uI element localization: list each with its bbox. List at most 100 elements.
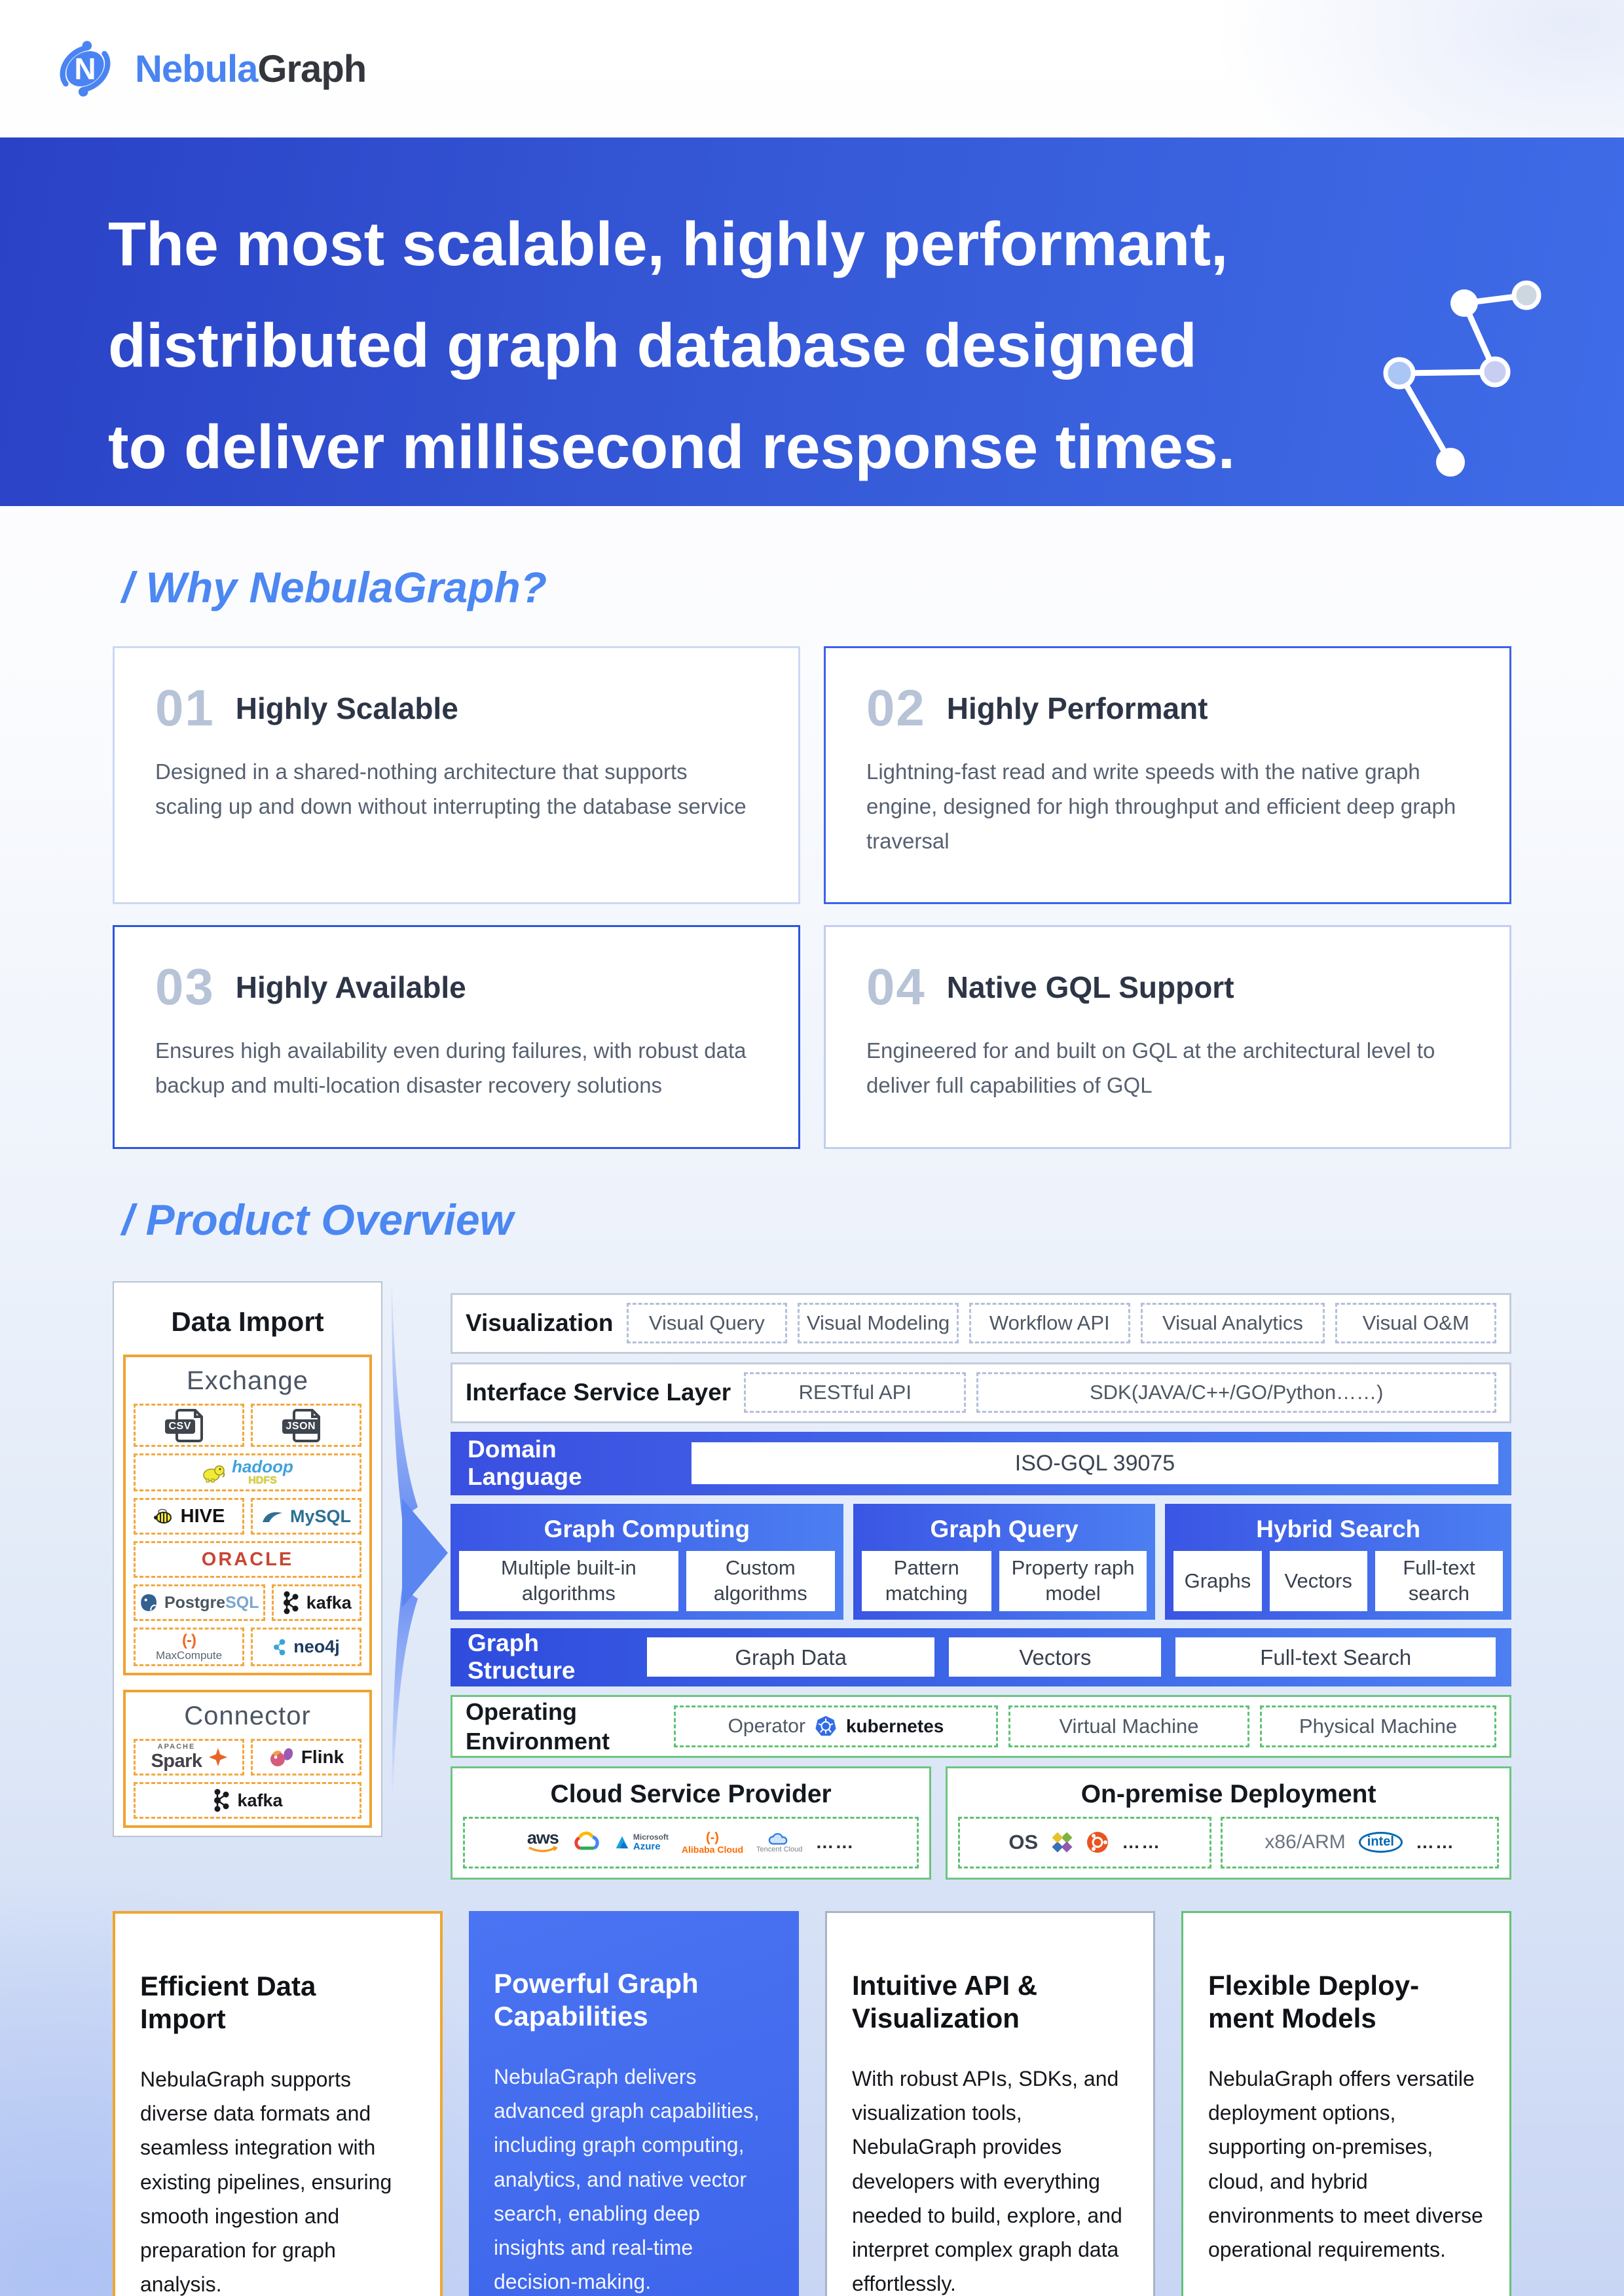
- tencent-label: Tencent Cloud: [756, 1845, 803, 1853]
- aws-label: aws: [526, 1828, 559, 1848]
- why-card-highly-performant: 02 Highly Performant Lightning-fast read…: [824, 646, 1511, 905]
- alibaba-symbol: (-): [705, 1830, 719, 1845]
- flow-arrow-zone: [382, 1281, 451, 1828]
- flink-squirrel-icon: [270, 1748, 293, 1767]
- ellipsis: ……: [1415, 1832, 1455, 1853]
- azure-wordmark: Microsoft Azure: [633, 1832, 669, 1853]
- postgresql-source-cell: PostgreSQL: [134, 1584, 265, 1622]
- feature-efficient-data-import: Efficient Data Import NebulaGraph suppor…: [113, 1910, 443, 2296]
- hero-headline: The most scalable, highly performant, di…: [108, 194, 1235, 498]
- data-import-panel: Data Import Exchange CSV: [113, 1281, 382, 1838]
- neo4j-source-cell: neo4j: [251, 1628, 361, 1667]
- header: N NebulaGraph: [0, 0, 1624, 137]
- hdfs-label: HDFS: [248, 1475, 277, 1487]
- connector-row-kafka: kafka: [134, 1782, 361, 1819]
- tencent-cloud-icon: Tencent Cloud: [756, 1832, 802, 1854]
- logo-orbit-icon: [60, 41, 111, 97]
- feature-body: NebulaGraph supports diverse data format…: [140, 2068, 392, 2296]
- aws-icon: aws: [526, 1828, 559, 1854]
- logo-monogram: N: [74, 52, 96, 86]
- hero-banner: The most scalable, highly performant, di…: [0, 137, 1624, 506]
- why-card-title: Highly Scalable: [235, 691, 458, 725]
- feature-cards: Efficient Data Import NebulaGraph suppor…: [113, 1910, 1511, 2296]
- interface-layer-label: Interface Service Layer: [466, 1379, 731, 1406]
- graph-data-box: Graph Data: [647, 1637, 935, 1677]
- arrow-right-graphic: [392, 1281, 448, 1825]
- maxcompute-label: MaxCompute: [155, 1649, 223, 1662]
- ubuntu-icon: [1087, 1832, 1109, 1853]
- why-card-body: Engineered for and built on GQL at the a…: [866, 1038, 1435, 1098]
- flink-label: Flink: [301, 1747, 344, 1768]
- exchange-row-oracle: ORACLE: [134, 1541, 361, 1578]
- maxcompute-source-cell: (-) MaxCompute: [134, 1628, 244, 1667]
- sdk-box: SDK(JAVA/C++/GO/Python……): [976, 1372, 1496, 1413]
- vectors-structure-box: Vectors: [949, 1637, 1162, 1677]
- feature-body: With robust APIs, SDKs, and visualizatio…: [852, 2067, 1122, 2296]
- visual-analytics-box: Visual Analytics: [1140, 1303, 1325, 1344]
- kafka-label: kafka: [237, 1790, 283, 1810]
- cloud-service-provider-box: Cloud Service Provider aws: [451, 1766, 932, 1880]
- feature-title: Intuitive API & Visualization: [852, 1969, 1038, 2033]
- hybrid-search-items: Graphs Vectors Full-text search: [1173, 1550, 1504, 1611]
- exchange-row-files: CSV JSON: [134, 1403, 361, 1447]
- x86-arm-label: x86/ARM: [1264, 1831, 1346, 1853]
- graph-computing-title: Graph Computing: [544, 1515, 750, 1542]
- pattern-matching-box: Pattern matching: [861, 1550, 991, 1611]
- azure-icon: Microsoft Azure: [615, 1832, 669, 1853]
- oracle-wordmark: ORACLE: [201, 1548, 294, 1570]
- microsoft-label: Microsoft: [633, 1832, 669, 1842]
- ellipsis: ……: [815, 1832, 855, 1853]
- feature-title: Flexible Deploy- ment Models: [1208, 1969, 1420, 2033]
- why-card-head: 01 Highly Scalable: [155, 678, 758, 738]
- json-source-cell: JSON: [251, 1403, 361, 1447]
- hero-line-2: distributed graph database designed: [108, 310, 1197, 380]
- hybrid-search-title: Hybrid Search: [1256, 1515, 1421, 1542]
- connector-box: Connector APACHE Spark: [123, 1690, 372, 1829]
- why-card-number: 04: [866, 958, 926, 1016]
- postgre-label: Postgre: [164, 1593, 226, 1612]
- why-card-native-gql: 04 Native GQL Support Engineered for and…: [824, 925, 1511, 1149]
- exchange-row-pg-kafka: PostgreSQL kafka: [134, 1584, 361, 1622]
- visual-om-box: Visual O&M: [1335, 1303, 1496, 1344]
- kafka-label: kafka: [306, 1592, 352, 1613]
- interface-service-layer: Interface Service Layer RESTful API SDK(…: [451, 1362, 1511, 1423]
- architecture-cell: x86/ARM intel ……: [1221, 1816, 1499, 1868]
- operating-environment-label: Operating Environment: [466, 1698, 610, 1755]
- graph-structure-layer: Graph Structure Graph Data Vectors Full-…: [451, 1628, 1511, 1686]
- logo-word-nebula: Nebula: [135, 47, 258, 90]
- operator-kubernetes-box: Operator kubernetes: [674, 1705, 998, 1747]
- exchange-row-mc-neo: (-) MaxCompute neo4j: [134, 1628, 361, 1667]
- logo-word-graph: Graph: [257, 47, 367, 90]
- why-card-number: 02: [866, 679, 926, 737]
- ellipsis: ……: [1122, 1832, 1162, 1853]
- logo-wordmark: NebulaGraph: [135, 47, 367, 91]
- apache-label: APACHE: [157, 1743, 196, 1751]
- cloud-provider-title: Cloud Service Provider: [550, 1779, 832, 1808]
- connector-row-spark-flink: APACHE Spark: [134, 1739, 361, 1776]
- kafka-connector-cell: kafka: [134, 1782, 361, 1819]
- why-card-body: Lightning-fast read and write speeds wit…: [866, 759, 1456, 853]
- feature-title: Powerful Graph Capabilities: [494, 1967, 699, 2032]
- spark-label: Spark: [151, 1750, 202, 1772]
- why-section-heading: / Why NebulaGraph?: [122, 563, 547, 611]
- kafka-icon: [283, 1591, 299, 1614]
- why-card-head: 04 Native GQL Support: [866, 957, 1469, 1017]
- exchange-box: Exchange CSV JSON: [123, 1354, 372, 1676]
- why-card-highly-scalable: 01 Highly Scalable Designed in a shared-…: [113, 646, 800, 905]
- nebulagraph-logo: N NebulaGraph: [51, 35, 367, 103]
- visual-modeling-box: Visual Modeling: [798, 1303, 959, 1344]
- hive-source-cell: HIVE: [134, 1498, 244, 1535]
- custom-algorithms-box: Custom algorithms: [686, 1550, 835, 1611]
- why-card-head: 03 Highly Available: [155, 957, 758, 1017]
- cloud-logos-cell: aws: [463, 1816, 919, 1868]
- product-architecture-diagram: Data Import Exchange CSV: [113, 1281, 1512, 1880]
- feature-intuitive-api-visualization: Intuitive API & Visualization With robus…: [825, 1910, 1155, 2296]
- csv-file-icon: CSV: [164, 1408, 208, 1442]
- feature-powerful-graph-capabilities: Powerful Graph Capabilities NebulaGraph …: [469, 1910, 799, 2296]
- overview-section-heading: / Product Overview: [122, 1195, 513, 1244]
- cloud-provider-logos: aws: [463, 1816, 919, 1868]
- fulltext-search-box: Full-text search: [1375, 1550, 1504, 1611]
- physical-machine-box: Physical Machine: [1260, 1705, 1496, 1747]
- spark-wordmark: APACHE Spark: [151, 1743, 202, 1772]
- why-cards-grid: 01 Highly Scalable Designed in a shared-…: [113, 646, 1511, 1149]
